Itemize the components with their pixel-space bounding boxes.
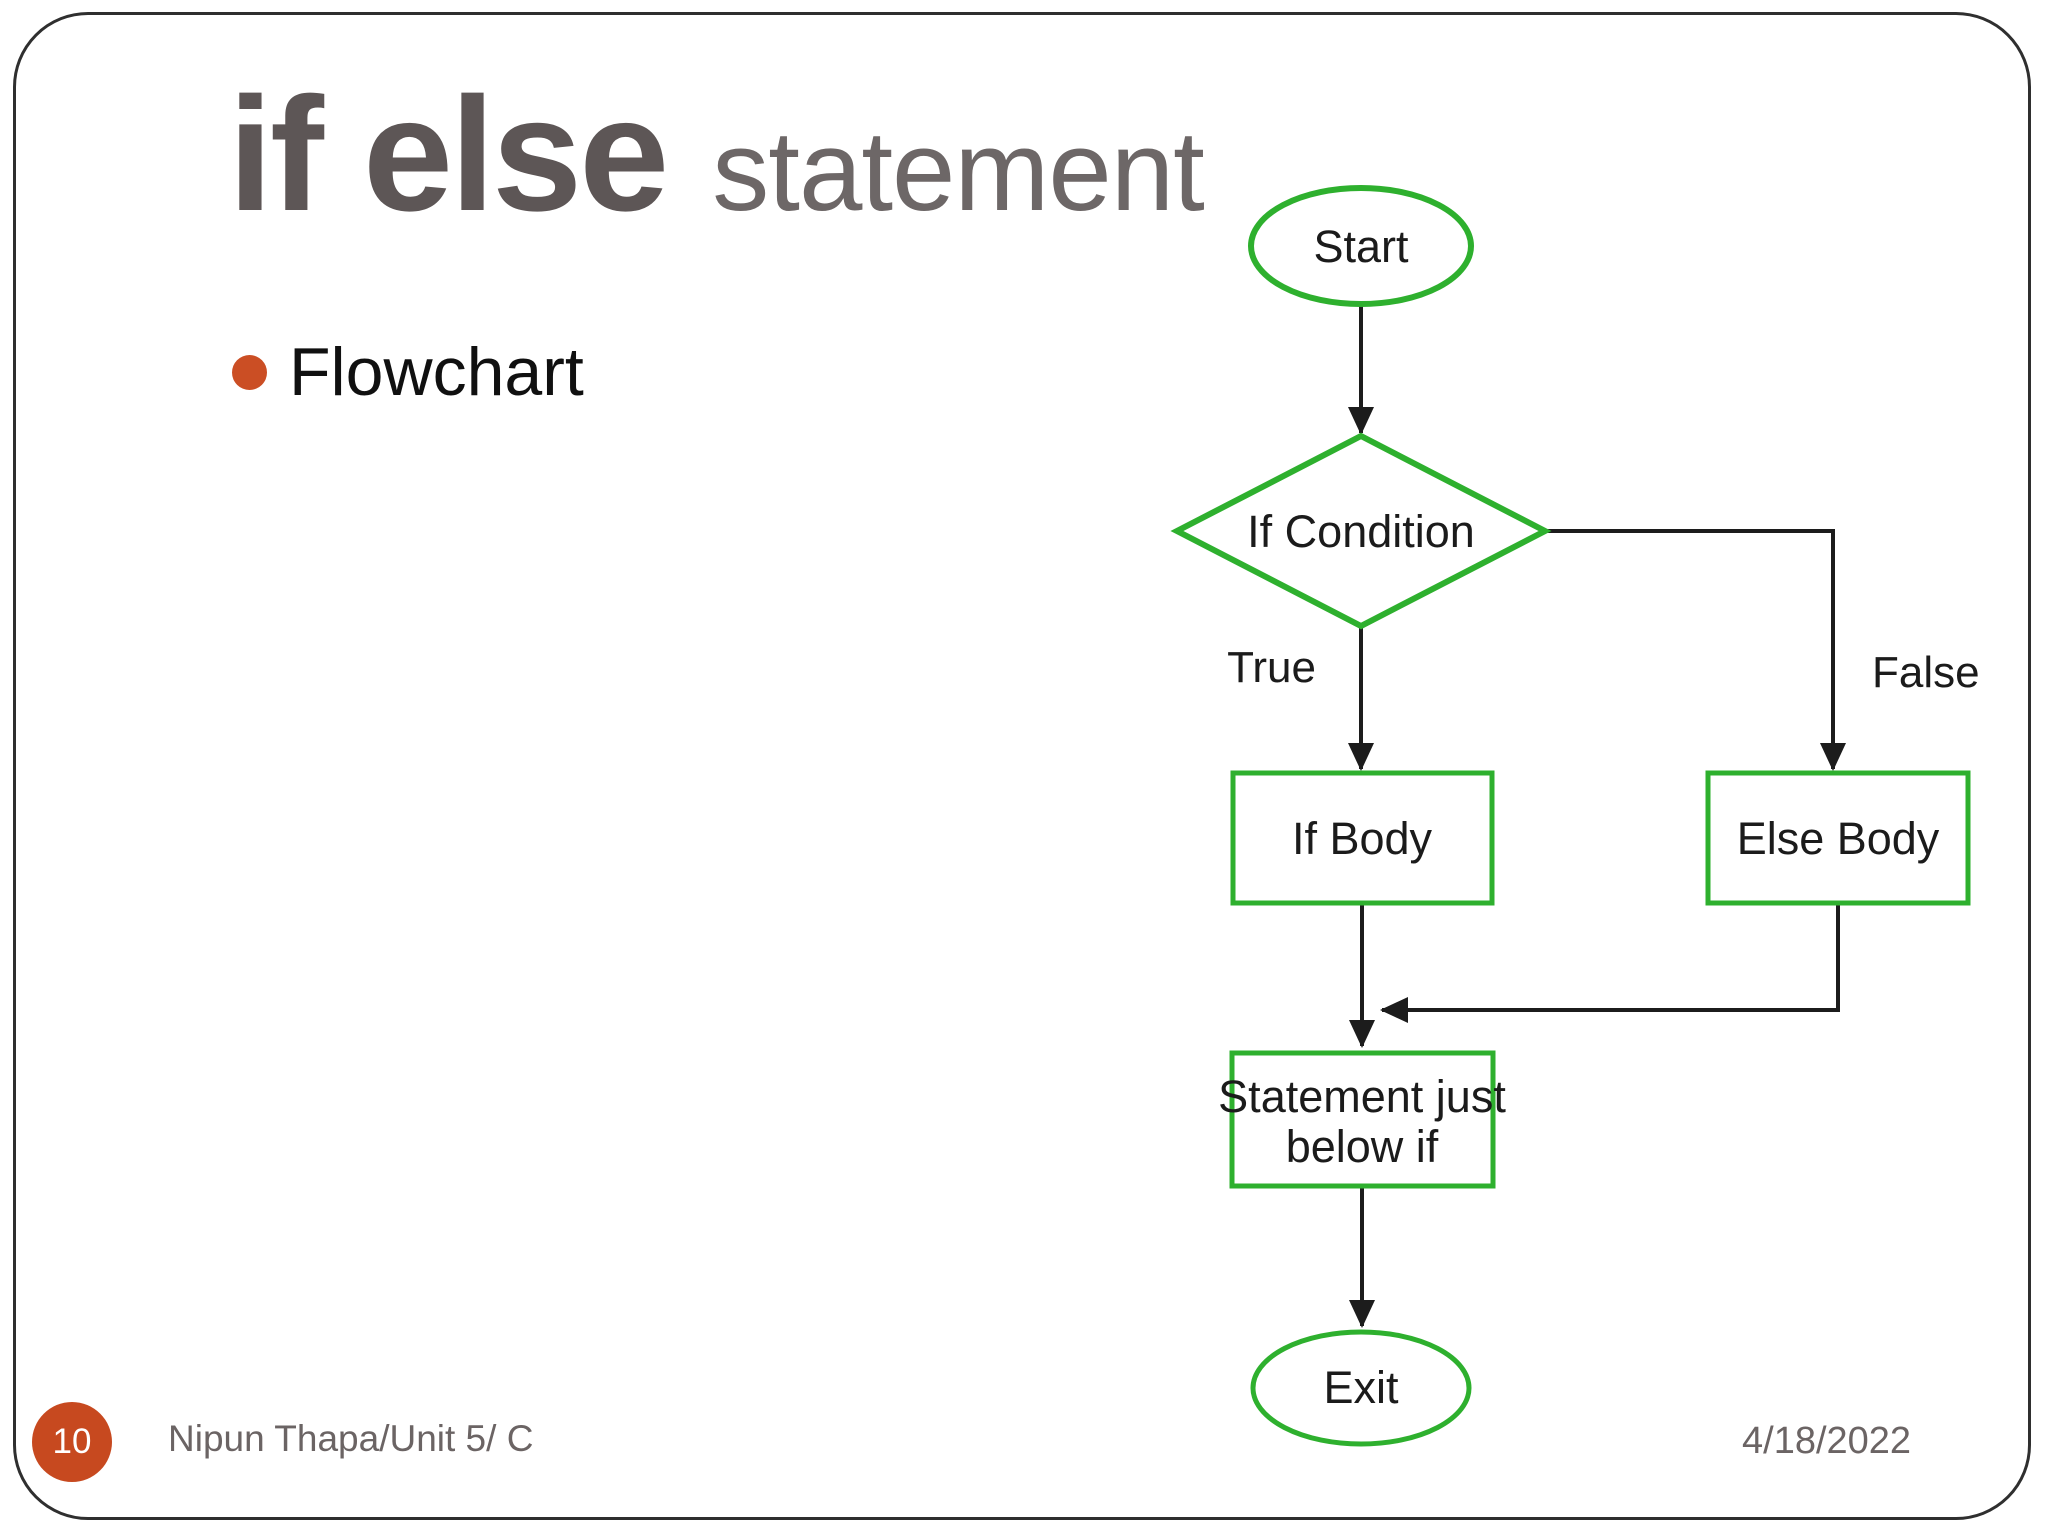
slide-border <box>13 12 2031 1520</box>
statement-label-line2: below if <box>1286 1121 1439 1172</box>
edge-else-body-merge <box>1380 903 1840 1023</box>
edge-false-to-else-body <box>1545 529 1846 771</box>
statement-label-line1: Statement just <box>1218 1071 1506 1122</box>
condition-label: If Condition <box>1247 506 1475 557</box>
exit-ellipse <box>1250 1329 1472 1447</box>
start-label: Start <box>1313 221 1409 272</box>
bullet-item-flowchart: Flowchart <box>232 338 584 406</box>
page-number: 10 <box>52 1422 92 1461</box>
else-body-label: Else Body <box>1737 813 1940 864</box>
true-branch-label: True <box>1227 643 1316 692</box>
statement-box <box>1229 1050 1496 1189</box>
footer-credit: Nipun Thapa/Unit 5/ C <box>168 1418 534 1459</box>
start-ellipse <box>1248 185 1474 307</box>
bullet-label: Flowchart <box>289 334 584 410</box>
bullet-dot-icon <box>232 354 267 390</box>
title-main: if else <box>228 64 669 245</box>
condition-diamond <box>1170 432 1552 630</box>
false-branch-label: False <box>1872 648 1980 697</box>
else-body-box <box>1705 770 1971 906</box>
slide-title: if else statement <box>228 64 1205 245</box>
if-body-label: If Body <box>1292 813 1433 864</box>
footer-date: 4/18/2022 <box>1742 1420 1912 1462</box>
if-body-box <box>1230 770 1495 906</box>
page-number-badge: 10 <box>32 1402 112 1482</box>
title-sub: statement <box>712 108 1205 235</box>
exit-label: Exit <box>1323 1362 1399 1413</box>
